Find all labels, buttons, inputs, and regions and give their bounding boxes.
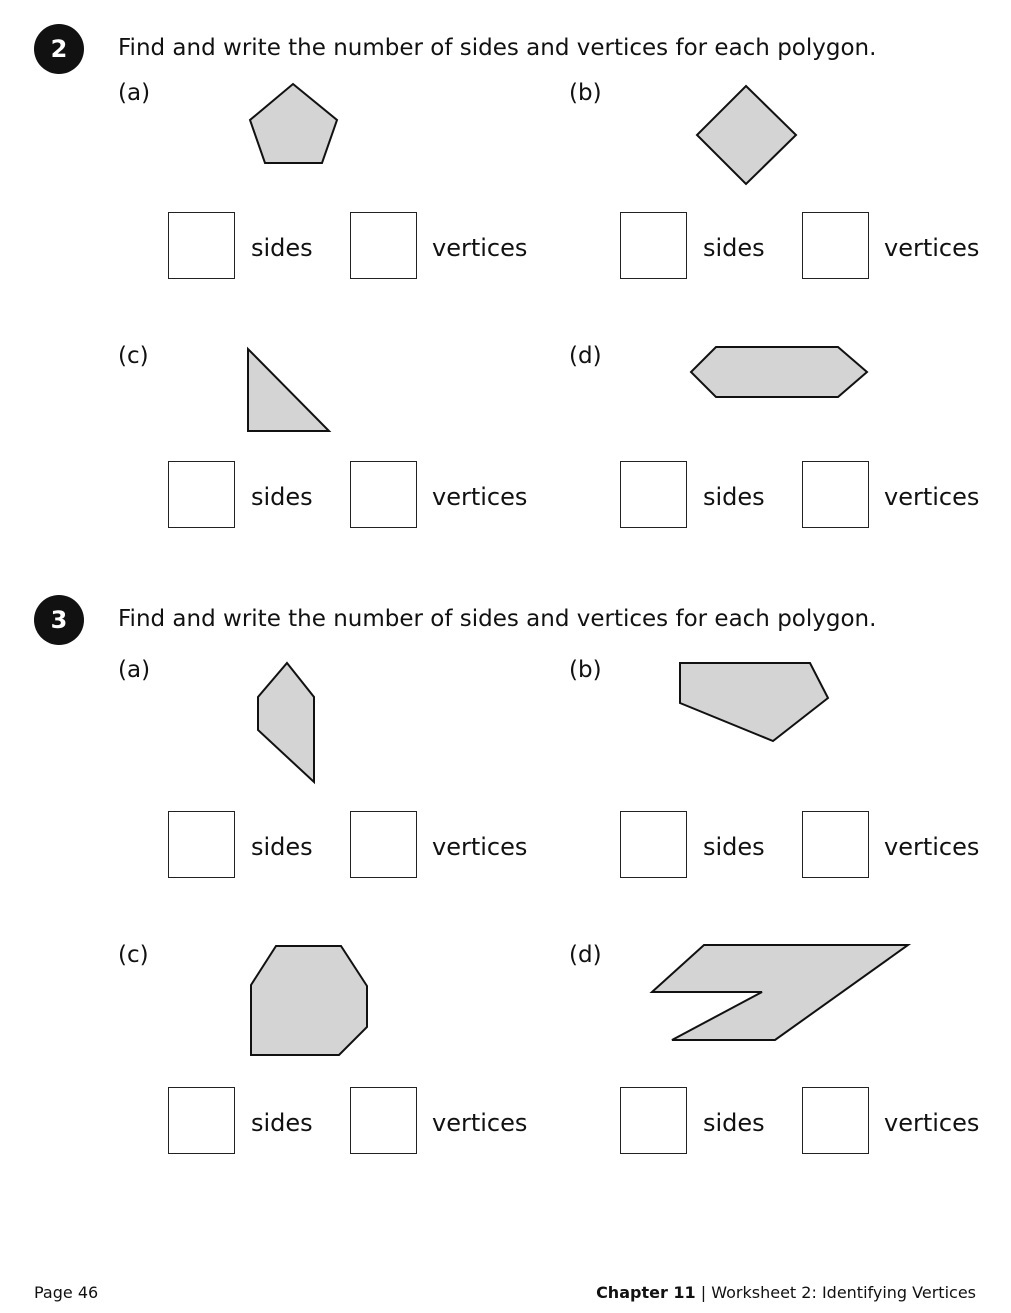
sides-answer-box[interactable] [620,811,687,878]
question-2-prompt: Find and write the number of sides and v… [118,35,877,61]
part-label: (b) [569,80,602,106]
vertices-label: vertices [432,1109,528,1137]
sides-label: sides [703,833,765,861]
vertices-answer-box[interactable] [802,1087,869,1154]
part-label: (d) [569,942,602,968]
sides-label: sides [251,234,313,262]
sides-label: sides [251,833,313,861]
part-label: (a) [118,80,151,106]
vertices-label: vertices [884,234,980,262]
triangle-shape [247,346,332,432]
diamond-shape [695,84,798,186]
sides-answer-box[interactable] [168,811,235,878]
part-label: (c) [118,343,149,369]
pentagon-wide-shape [679,662,830,743]
vertices-answer-box[interactable] [350,461,417,528]
sides-answer-box[interactable] [620,212,687,279]
part-label: (d) [569,343,602,369]
vertices-label: vertices [432,833,528,861]
vertices-answer-box[interactable] [802,212,869,279]
footer-chapter: Chapter 11 | Worksheet 2: Identifying Ve… [596,1283,976,1302]
sides-answer-box[interactable] [168,1087,235,1154]
part-label: (b) [569,657,602,683]
question-3-prompt: Find and write the number of sides and v… [118,606,877,632]
vertices-label: vertices [432,483,528,511]
vertices-answer-box[interactable] [350,1087,417,1154]
vertices-label: vertices [884,1109,980,1137]
question-number-2: 2 [34,24,84,74]
part-label: (c) [118,942,149,968]
sides-answer-box[interactable] [168,212,235,279]
sides-answer-box[interactable] [620,1087,687,1154]
question-number-3: 3 [34,595,84,645]
footer-separator: | [700,1283,707,1302]
sides-label: sides [703,234,765,262]
vertices-label: vertices [884,483,980,511]
sides-label: sides [251,1109,313,1137]
part-label: (a) [118,657,151,683]
vertices-label: vertices [432,234,528,262]
sides-label: sides [251,483,313,511]
hexagon-concave-shape [649,944,912,1041]
vertices-answer-box[interactable] [802,461,869,528]
vertices-answer-box[interactable] [350,811,417,878]
pentagon-shape [248,82,339,164]
heptagon-shape [250,945,368,1056]
sides-label: sides [703,1109,765,1137]
vertices-answer-box[interactable] [350,212,417,279]
chapter-label: Chapter 11 [596,1283,696,1302]
vertices-answer-box[interactable] [802,811,869,878]
page-number: Page 46 [34,1283,99,1302]
vertices-label: vertices [884,833,980,861]
sides-answer-box[interactable] [620,461,687,528]
sides-answer-box[interactable] [168,461,235,528]
hexagon-shape [689,346,869,398]
worksheet-title: Worksheet 2: Identifying Vertices [711,1283,976,1302]
sides-label: sides [703,483,765,511]
pentagon-tall-shape [257,661,315,785]
